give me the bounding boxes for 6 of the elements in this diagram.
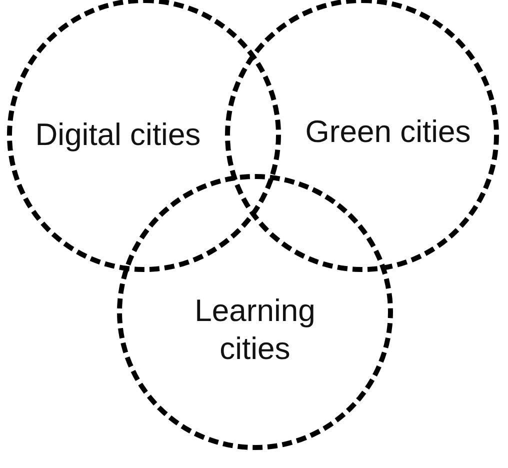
circle-label: Green cities	[304, 113, 472, 151]
dashed-circle	[117, 174, 393, 450]
dashed-circle	[225, 0, 499, 272]
circle-label: Learning cities	[194, 292, 316, 368]
dashed-circle	[7, 0, 281, 272]
circle-label: Digital cities	[34, 116, 202, 154]
